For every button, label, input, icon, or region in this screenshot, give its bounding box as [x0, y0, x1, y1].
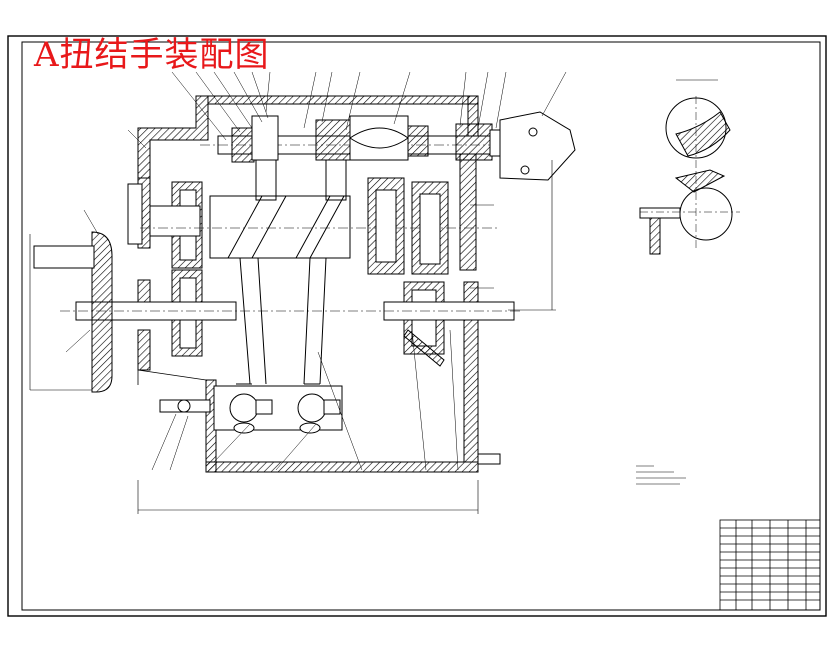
parts-list-table — [719, 519, 821, 611]
top-shaft — [200, 111, 576, 181]
detail-view — [639, 79, 740, 255]
dimension-lines — [137, 160, 556, 514]
right-gear-stack — [367, 177, 449, 355]
exit-tube — [477, 453, 501, 465]
inner-border — [21, 41, 821, 611]
outer-border — [7, 35, 827, 617]
drawing-title: A扭结手装配图 — [34, 35, 270, 75]
handwheel — [29, 231, 113, 393]
technical-notes — [636, 465, 686, 485]
cam-cylinder — [140, 195, 500, 259]
leader-lines — [65, 71, 567, 471]
lower-shaft — [60, 301, 520, 367]
connecting-rods — [239, 160, 347, 385]
